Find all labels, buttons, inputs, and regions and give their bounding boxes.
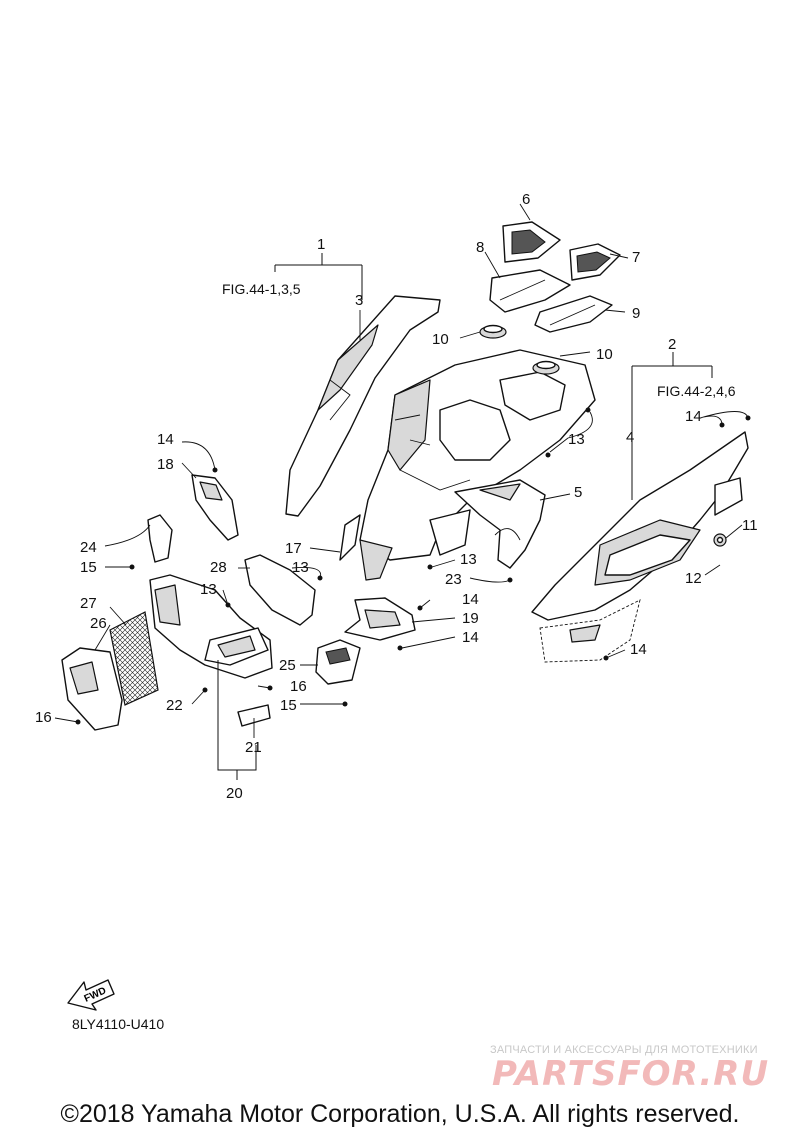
watermark-logo: PARTSFOR.RU <box>492 1054 770 1094</box>
callout-26: 26 <box>90 615 107 632</box>
front-fairing-body <box>359 349 596 581</box>
callout-11: 11 <box>742 517 758 534</box>
callout-14-a: 14 <box>157 431 174 448</box>
callout-17: 17 <box>285 540 302 557</box>
callout-25: 25 <box>279 657 296 674</box>
part-26-duct-housing <box>61 647 123 731</box>
callout-18: 18 <box>157 456 174 473</box>
callout-5: 5 <box>574 484 582 501</box>
part-27-mesh-grille <box>109 611 159 706</box>
callout-20: 20 <box>226 785 243 802</box>
part-24-bracket <box>147 514 173 563</box>
callout-14-b: 14 <box>685 408 702 425</box>
part-19-lower-cover <box>344 597 416 641</box>
callout-22: 22 <box>166 697 183 714</box>
part-25-grille-cap <box>315 639 361 685</box>
fwd-arrow-icon: FWD <box>67 979 115 1011</box>
copyright-notice: ©2018 Yamaha Motor Corporation, U.S.A. A… <box>60 1100 740 1128</box>
part-3-left-side-cowling <box>285 295 441 517</box>
callout-7: 7 <box>632 249 640 266</box>
part-9-vent-bracket <box>534 295 613 333</box>
callout-6: 6 <box>522 191 530 208</box>
part-28-inner-panel <box>244 554 316 626</box>
callout-3: 3 <box>355 292 363 309</box>
callout-13-a: 13 <box>568 431 585 448</box>
part-17-trim <box>339 514 361 561</box>
callout-14-e: 14 <box>630 641 647 658</box>
part-10-grommets <box>479 324 560 375</box>
callout-24: 24 <box>80 539 97 556</box>
callout-15-a: 15 <box>80 559 97 576</box>
diagram-code: 8LY4110-U410 <box>72 1016 165 1032</box>
watermark-caption: ЗАПЧАСТИ И АКСЕССУАРЫ ДЛЯ МОТОТЕХНИКИ <box>490 1044 758 1056</box>
callout-4: 4 <box>626 429 634 446</box>
callout-16-a: 16 <box>290 678 307 695</box>
figure-ref-left: FIG.44-1,3,5 <box>222 281 301 297</box>
callout-9: 9 <box>632 305 640 322</box>
callout-28: 28 <box>210 559 227 576</box>
callout-21: 21 <box>245 739 262 756</box>
part-18-bracket <box>191 474 239 541</box>
callout-13-c: 13 <box>292 559 309 576</box>
part-20-lower-side-cover <box>149 574 273 679</box>
callout-8: 8 <box>476 239 484 256</box>
callout-19: 19 <box>462 610 479 627</box>
callout-23: 23 <box>445 571 462 588</box>
callout-12: 12 <box>685 570 702 587</box>
callout-27: 27 <box>80 595 97 612</box>
callout-14-d: 14 <box>462 629 479 646</box>
assembly-brackets <box>217 253 713 780</box>
figure-ref-right: FIG.44-2,4,6 <box>657 383 736 399</box>
leader-lines <box>54 203 749 738</box>
part-4-right-side-cowling <box>531 431 749 663</box>
callout-10-right: 10 <box>596 346 613 363</box>
callout-15-b: 15 <box>280 697 297 714</box>
part-5-inner-duct <box>454 479 546 569</box>
callout-2: 2 <box>668 336 676 353</box>
part-11-grommet <box>713 533 727 547</box>
callout-1: 1 <box>317 236 325 253</box>
callout-13-b: 13 <box>460 551 477 568</box>
callout-14-c: 14 <box>462 591 479 608</box>
callout-16-b: 16 <box>35 709 52 726</box>
part-7-vent-cover <box>569 243 621 281</box>
part-6-vent-cover <box>502 221 561 263</box>
part-21-emblem <box>237 704 271 727</box>
callout-labels: 1 2 3 4 5 6 7 8 9 10 10 11 12 13 13 13 1… <box>35 191 758 802</box>
callout-13-d: 13 <box>200 581 217 598</box>
part-8-vent-bracket <box>489 269 571 313</box>
callout-10-left: 10 <box>432 331 449 348</box>
